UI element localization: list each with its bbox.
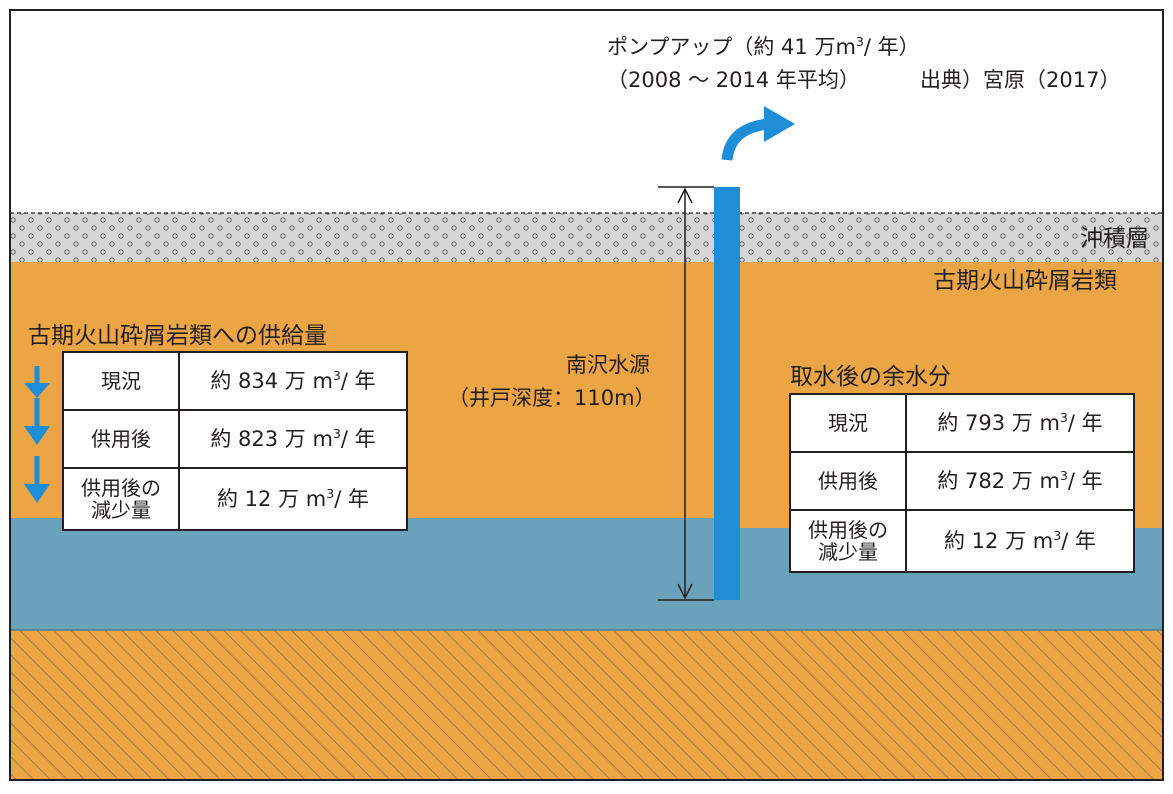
- table-row: 供用後の減少量 約 12 万 m3/ 年: [789, 509, 1135, 573]
- down-arrow-icon: [24, 398, 50, 445]
- pump-up-arrow: [721, 106, 795, 161]
- table-row: 現況 約 793 万 m3/ 年: [789, 393, 1135, 453]
- row-value: 約 823 万 m3/ 年: [178, 409, 408, 469]
- pump-up-label: ポンプアップ（約 41 万m3/ 年）: [607, 34, 920, 59]
- table-row: 供用後 約 823 万 m3/ 年: [62, 409, 408, 469]
- row-label: 供用後: [789, 451, 907, 511]
- well-depth-label: （井戸深度：110m）: [448, 386, 656, 410]
- surplus-title: 取水後の余水分: [790, 364, 951, 390]
- row-label: 供用後: [62, 409, 180, 469]
- sky-area: [10, 10, 1163, 213]
- frame: [9, 9, 1164, 781]
- row-value: 約 834 万 m3/ 年: [178, 351, 408, 411]
- down-arrow-icon: [24, 456, 50, 503]
- row-label: 現況: [789, 393, 907, 453]
- alluvium-label: 沖積層: [1080, 226, 1149, 252]
- row-value: 約 793 万 m3/ 年: [905, 393, 1135, 453]
- table-row: 現況 約 834 万 m3/ 年: [62, 351, 408, 411]
- row-label: 供用後の減少量: [62, 467, 180, 531]
- row-value: 約 12 万 m3/ 年: [905, 509, 1135, 573]
- table-row: 供用後 約 782 万 m3/ 年: [789, 451, 1135, 511]
- supply-table: 現況 約 834 万 m3/ 年 供用後 約 823 万 m3/ 年 供用後の減…: [62, 351, 408, 531]
- source-citation: 出典）宮原（2017）: [920, 68, 1121, 92]
- table-row: 供用後の減少量 約 12 万 m3/ 年: [62, 467, 408, 531]
- row-label: 供用後の減少量: [789, 509, 907, 573]
- pump-period-label: （2008 ～ 2014 年平均）: [607, 68, 860, 92]
- row-label: 現況: [62, 351, 180, 411]
- alluvium-layer: [10, 212, 1163, 262]
- volcanic-layer-label: 古期火山砕屑岩類: [933, 268, 1117, 294]
- depth-dimension: [658, 186, 714, 601]
- well-name: 南沢水源: [566, 353, 650, 377]
- supply-arrows: [24, 366, 50, 503]
- row-value: 約 12 万 m3/ 年: [178, 467, 408, 531]
- row-value: 約 782 万 m3/ 年: [905, 451, 1135, 511]
- well-shaft: [714, 187, 740, 600]
- surplus-table: 現況 約 793 万 m3/ 年 供用後 約 782 万 m3/ 年 供用後の減…: [789, 393, 1135, 573]
- down-arrow-icon: [24, 366, 50, 398]
- basement-layer: [10, 630, 1163, 780]
- supply-title: 古期火山砕屑岩類への供給量: [28, 323, 327, 349]
